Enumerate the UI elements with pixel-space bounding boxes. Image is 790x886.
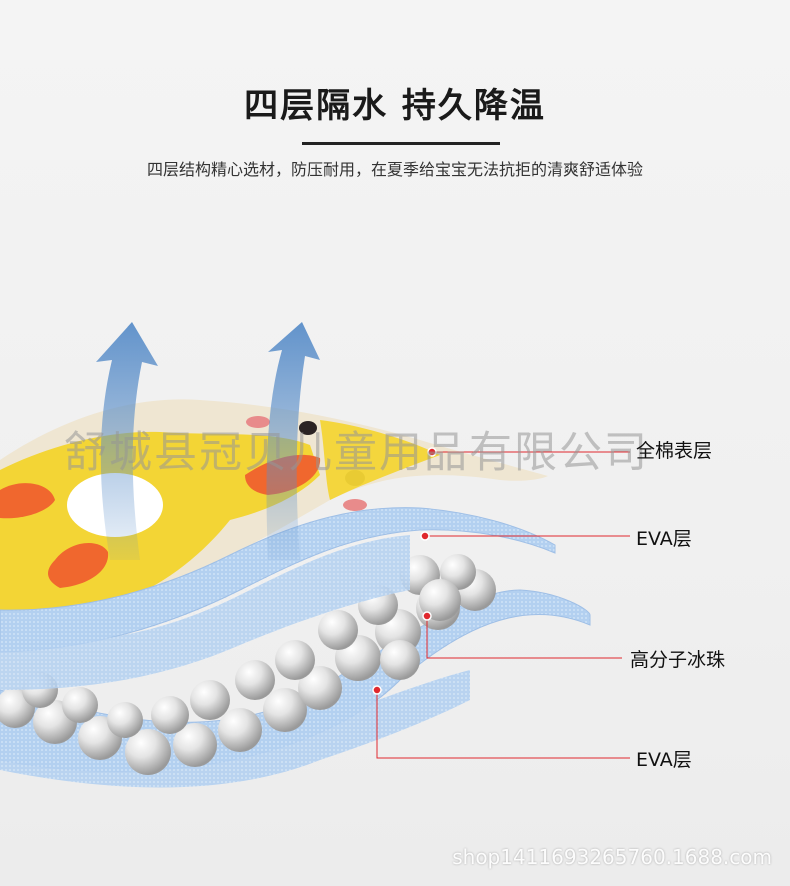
ice-bead <box>275 640 315 680</box>
ice-bead <box>190 680 230 720</box>
ice-bead-layer <box>0 554 496 775</box>
duck-feet-right <box>48 542 109 588</box>
duck-head <box>320 420 440 500</box>
company-watermark: 舒城县冠贝儿童用品有限公司 <box>64 428 649 478</box>
duck-eye-left <box>299 421 317 435</box>
ice-bead <box>380 640 420 680</box>
leader-dot <box>372 685 382 695</box>
shop-watermark: shop1411693265760.1688.com <box>452 845 772 869</box>
title-underline <box>302 142 500 145</box>
leader-dot <box>422 611 432 621</box>
label-eva-top: EVA层 <box>636 528 692 550</box>
leader-dot <box>427 447 437 457</box>
leader-dot <box>420 531 430 541</box>
leader-line <box>376 690 630 759</box>
label-ice-beads: 高分子冰珠 <box>630 649 726 671</box>
heat-arrow-left-icon <box>96 322 158 560</box>
ice-bead <box>125 729 171 775</box>
duck-feet-left <box>0 483 55 519</box>
ice-bead <box>62 687 98 723</box>
ice-bead <box>440 554 476 590</box>
page-subtitle: 四层结构精心选材，防压耐用，在夏季给宝宝无法抗拒的清爽舒适体验 <box>146 160 643 179</box>
ice-bead <box>298 666 342 710</box>
duck-cheek-left <box>246 416 270 428</box>
heat-arrow-right-icon <box>266 322 320 560</box>
leader-line <box>426 616 622 659</box>
eva-top-slab <box>0 535 410 690</box>
label-cotton-layer: 全棉表层 <box>636 440 713 462</box>
ice-bead <box>318 610 358 650</box>
label-eva-bottom: EVA层 <box>636 749 692 771</box>
ice-bead <box>263 688 307 732</box>
ice-bead <box>218 708 262 752</box>
ice-bead <box>151 696 189 734</box>
ice-bead <box>419 579 461 621</box>
eva-bottom-slab <box>0 670 470 788</box>
ice-bead <box>235 660 275 700</box>
duck-cheek-right <box>343 499 367 511</box>
eva-top-layer <box>0 507 556 653</box>
page-title: 四层隔水 持久降温 <box>244 86 546 126</box>
leader-lines <box>372 447 630 759</box>
ice-bead <box>107 702 143 738</box>
ice-bead <box>173 723 217 767</box>
